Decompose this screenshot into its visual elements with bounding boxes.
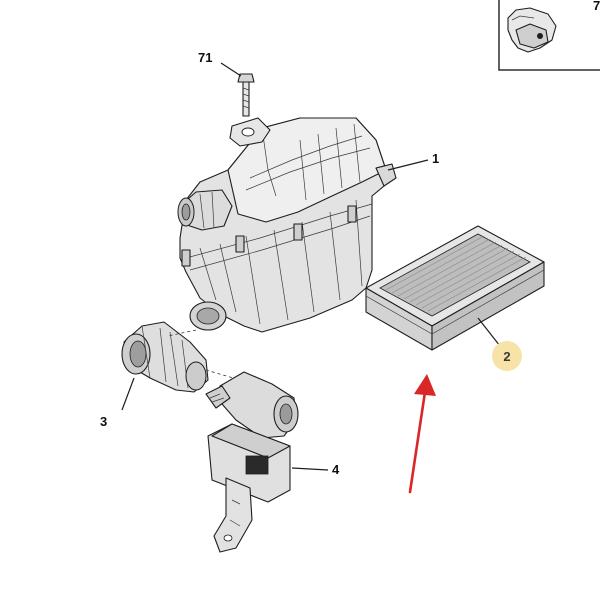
housing-leader-line (387, 159, 429, 171)
inset-detail-box: 7 (498, 0, 600, 71)
filter-leader-line (477, 317, 501, 347)
air-filter-element (365, 225, 545, 351)
callout-2: 2 (503, 349, 510, 364)
clip-part-icon (507, 7, 557, 53)
callout-3: 3 (100, 414, 107, 429)
bolt-leader-line (220, 62, 242, 77)
callout-1: 1 (432, 151, 439, 166)
airflow-sensor-bracket (205, 371, 299, 553)
intake-duct (121, 321, 209, 393)
red-arrow-icon (408, 374, 436, 494)
callout-2-badge (492, 341, 522, 371)
bolt-part (237, 73, 255, 117)
sensor-leader-line (291, 467, 329, 471)
inset-callout-label: 7 (593, 0, 600, 13)
callout-4: 4 (332, 462, 340, 477)
air-filter-housing (177, 117, 397, 333)
callout-71: 71 (198, 50, 212, 65)
duct-leader-line (121, 377, 135, 411)
assembly-dashed-lines (167, 329, 241, 381)
